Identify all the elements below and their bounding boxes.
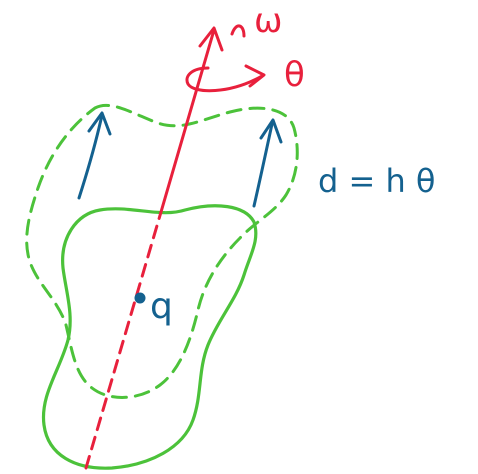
charge-label: q bbox=[150, 286, 173, 327]
theta-rotation-label: θ bbox=[284, 55, 305, 95]
displacement-arrow-left bbox=[77, 113, 104, 200]
rotation-arrowhead-icon bbox=[244, 64, 266, 88]
body-outline-solid bbox=[41, 204, 258, 470]
rotation-axis-dashed bbox=[84, 210, 163, 470]
axis-arrow-icon bbox=[198, 26, 224, 52]
rotation-axis-solid bbox=[159, 28, 216, 214]
omega-hook-mark bbox=[230, 24, 246, 38]
curved-arrow-icon bbox=[185, 66, 264, 93]
body-outline-dashed bbox=[25, 103, 299, 399]
charge-point bbox=[134, 292, 146, 304]
arrow-up-icon bbox=[87, 111, 112, 136]
displacement-arrow-right bbox=[252, 122, 274, 208]
arrow-up-icon bbox=[259, 118, 283, 144]
omega-label: ω bbox=[254, 1, 282, 41]
displacement-relation-label: d = h θ bbox=[318, 162, 436, 200]
